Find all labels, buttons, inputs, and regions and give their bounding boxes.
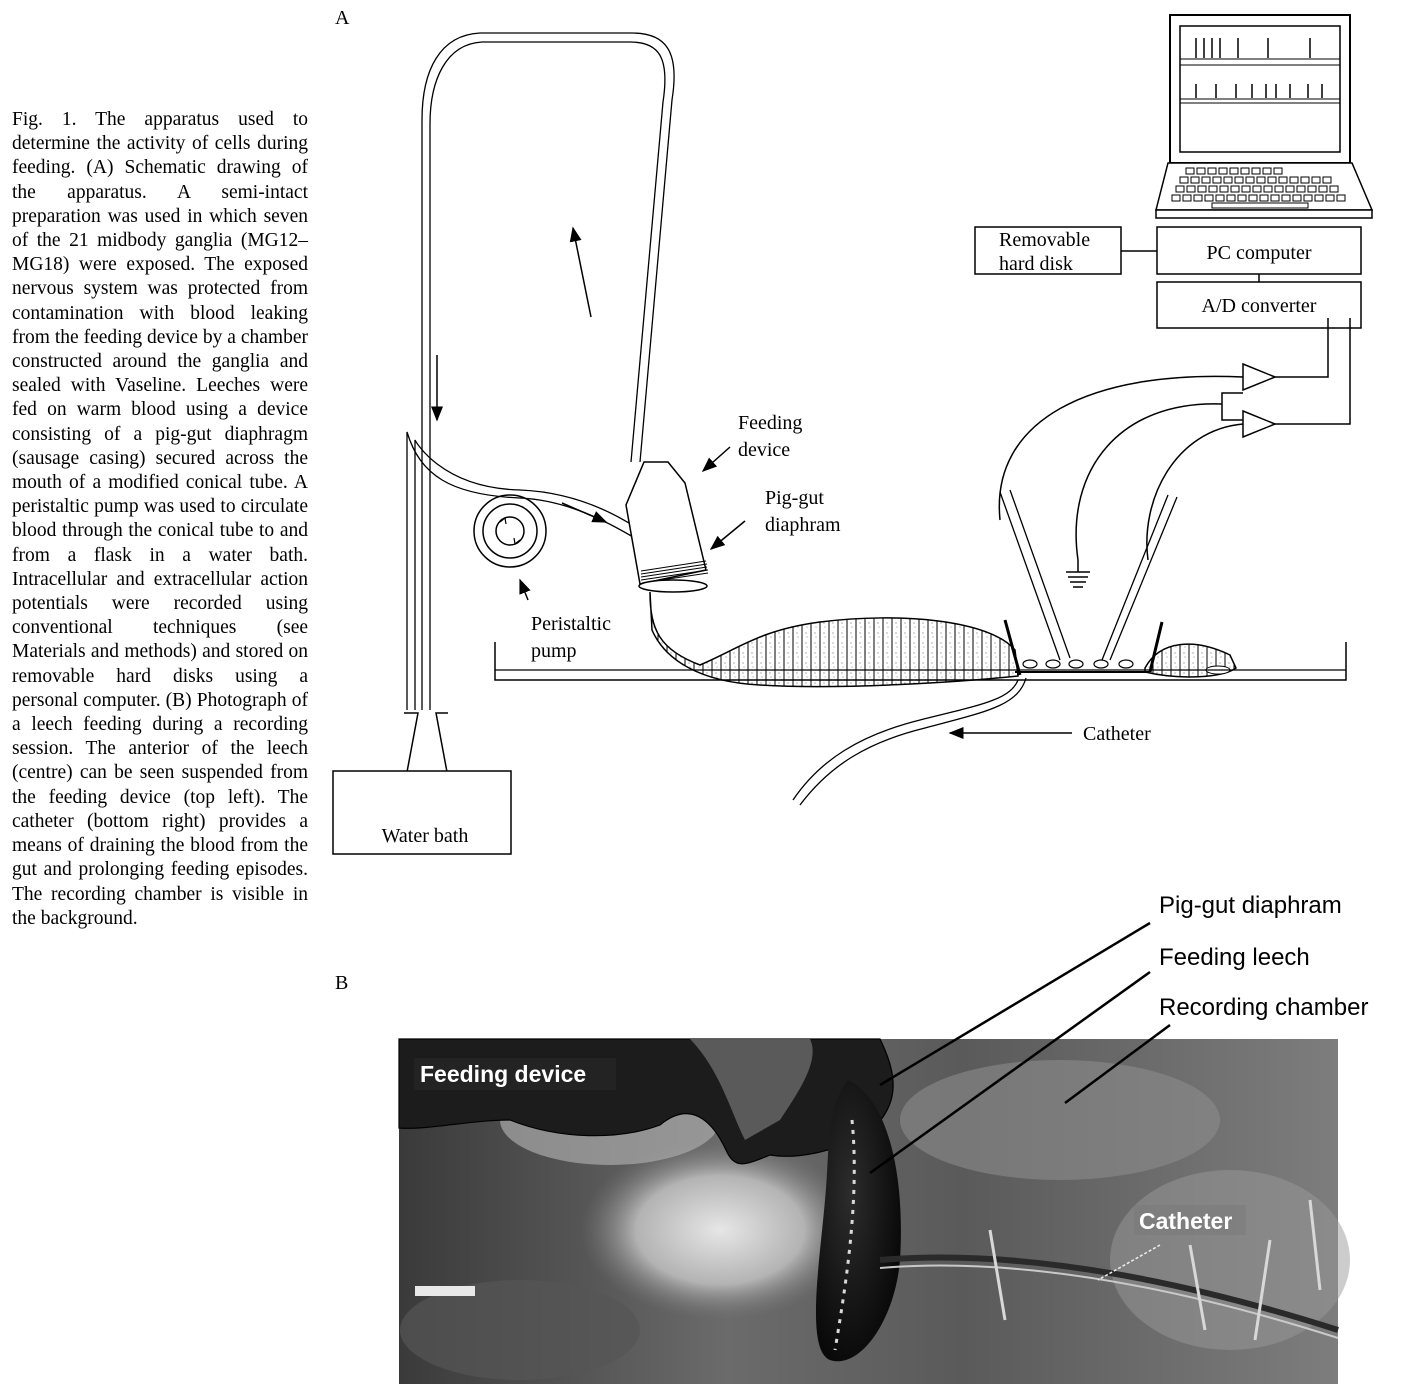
catheter-label: Catheter: [1083, 723, 1151, 745]
adc-label: A/D converter: [1202, 295, 1317, 317]
photo-catheter-label: Catheter: [1139, 1208, 1232, 1234]
pig-gut-label-1: Pig-gut: [765, 487, 824, 509]
ground-icon: [1066, 560, 1090, 587]
feeding-device-label-2: device: [738, 439, 790, 461]
removable-label-2: hard disk: [999, 253, 1073, 275]
pc-computer-label: PC computer: [1207, 242, 1312, 264]
amplifier-icon: [1243, 364, 1275, 437]
peristaltic-pump-icon: [474, 495, 546, 567]
callout-pig-gut-label: Pig-gut diaphram: [1159, 892, 1342, 919]
callout-leech-label: Feeding leech: [1159, 944, 1310, 971]
removable-label-1: Removable: [999, 229, 1090, 251]
feeding-device-label-1: Feeding: [738, 412, 802, 434]
pump-label-2: pump: [531, 640, 577, 662]
computer-monitor-icon: [1170, 15, 1350, 163]
pig-gut-label-2: diaphram: [765, 514, 841, 536]
panel-a-diagram: Removable hard disk PC computer A/D conv…: [333, 15, 1372, 854]
keyboard-icon: [1156, 163, 1372, 218]
ganglia-icon: [1023, 660, 1133, 668]
pump-label-1: Peristaltic: [531, 613, 611, 635]
panel-b-photo: Feeding device Catheter: [399, 1039, 1350, 1384]
feeding-device-icon: [626, 462, 708, 592]
water-bath-label: Water bath: [382, 825, 469, 847]
callout-chamber-label: Recording chamber: [1159, 994, 1368, 1021]
photo-feeding-device-label: Feeding device: [420, 1061, 586, 1087]
